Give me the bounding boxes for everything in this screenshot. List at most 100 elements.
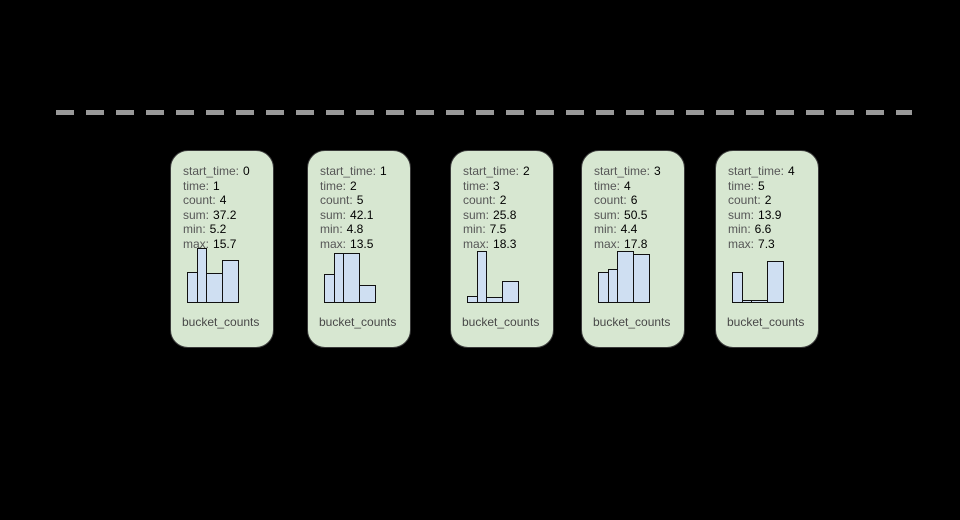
histogram-bar <box>206 273 223 303</box>
stat-label: count: <box>594 193 627 207</box>
bucket-counts-label: bucket_counts <box>593 315 671 329</box>
stats-block: start_time:3 time:4 count:6 sum:50.5 min… <box>594 164 661 251</box>
metric-datapoint-card-5: start_time:4 time:5 count:2 sum:13.9 min… <box>715 150 819 348</box>
stat-value: 1 <box>380 164 387 178</box>
stat-label: min: <box>183 222 206 236</box>
stat-value: 2 <box>764 193 772 207</box>
stat-label: max: <box>728 236 755 251</box>
stat-line: start_time:3 <box>594 164 661 179</box>
stat-label: min: <box>728 222 751 236</box>
bucket-histogram <box>598 248 650 303</box>
histogram-bar <box>359 285 376 303</box>
stat-value: 7.3 <box>758 236 775 251</box>
stat-line: min:5.2 <box>183 222 250 237</box>
stat-label: start_time: <box>463 164 520 178</box>
stat-value: 4 <box>624 178 631 193</box>
stat-line: sum:42.1 <box>320 208 387 223</box>
histogram-bar <box>343 253 360 303</box>
stat-label: max: <box>594 236 621 251</box>
stat-label: min: <box>594 222 617 236</box>
stat-value: 0 <box>243 164 250 178</box>
stat-value: 13.5 <box>350 236 374 251</box>
stat-line: sum:13.9 <box>728 208 795 223</box>
stat-label: time: <box>728 178 755 193</box>
stat-value: 2 <box>499 193 507 207</box>
histogram-bar <box>486 297 503 303</box>
stat-value: 1 <box>213 178 220 193</box>
stat-line: time:3 <box>463 179 530 194</box>
metric-datapoint-card-2: start_time:1 time:2 count:5 sum:42.1 min… <box>307 150 411 348</box>
stat-line: time:1 <box>183 179 250 194</box>
stat-line: min:4.8 <box>320 222 387 237</box>
stat-line: start_time:0 <box>183 164 250 179</box>
metric-datapoint-card-1: start_time:0 time:1 count:4 sum:37.2 min… <box>170 150 274 348</box>
stat-line: start_time:4 <box>728 164 795 179</box>
stat-label: start_time: <box>183 164 240 178</box>
bucket-histogram <box>467 248 519 303</box>
histogram-bar <box>767 261 784 303</box>
stat-label: count: <box>320 193 353 207</box>
stat-value: 37.2 <box>213 207 237 222</box>
histogram-bar <box>633 254 650 303</box>
stat-line: max:13.5 <box>320 237 387 252</box>
stats-block: start_time:0 time:1 count:4 sum:37.2 min… <box>183 164 250 251</box>
stat-line: sum:37.2 <box>183 208 250 223</box>
histogram-bar <box>732 272 743 303</box>
stat-value: 5.2 <box>209 222 227 236</box>
stat-label: min: <box>320 222 343 236</box>
stat-line: count:6 <box>594 193 661 208</box>
stat-label: count: <box>728 193 761 207</box>
stat-value: 18.3 <box>493 236 517 251</box>
bucket-histogram <box>324 248 376 303</box>
stat-line: count:4 <box>183 193 250 208</box>
stat-line: sum:50.5 <box>594 208 661 223</box>
stat-line: count:2 <box>463 193 530 208</box>
stats-block: start_time:2 time:3 count:2 sum:25.8 min… <box>463 164 530 251</box>
metric-datapoint-card-4: start_time:3 time:4 count:6 sum:50.5 min… <box>581 150 685 348</box>
stat-value: 13.9 <box>758 207 782 222</box>
stat-value: 4 <box>788 164 795 178</box>
bucket-counts-label: bucket_counts <box>727 315 805 329</box>
stat-value: 6.6 <box>754 222 772 236</box>
stat-line: sum:25.8 <box>463 208 530 223</box>
stat-value: 25.8 <box>493 207 517 222</box>
stat-value: 4.4 <box>620 222 638 236</box>
bucket-histogram <box>187 248 239 303</box>
stat-label: sum: <box>463 207 490 222</box>
stat-label: max: <box>463 236 490 251</box>
bucket-histogram <box>732 248 784 303</box>
stat-value: 3 <box>654 164 661 178</box>
stat-label: start_time: <box>320 164 377 178</box>
stats-block: start_time:4 time:5 count:2 sum:13.9 min… <box>728 164 795 251</box>
histogram-bar <box>617 251 634 303</box>
bucket-counts-label: bucket_counts <box>462 315 540 329</box>
stat-line: time:2 <box>320 179 387 194</box>
stat-label: time: <box>183 178 210 193</box>
stat-label: min: <box>463 222 486 236</box>
stat-line: max:15.7 <box>183 237 250 252</box>
stats-block: start_time:1 time:2 count:5 sum:42.1 min… <box>320 164 387 251</box>
stat-label: sum: <box>320 207 347 222</box>
stat-value: 2 <box>523 164 530 178</box>
stat-value: 7.5 <box>489 222 507 236</box>
stat-line: min:4.4 <box>594 222 661 237</box>
stat-label: time: <box>320 178 347 193</box>
timeline-dashed-line <box>56 110 912 115</box>
stat-value: 42.1 <box>350 207 374 222</box>
stat-line: start_time:1 <box>320 164 387 179</box>
histogram-bar <box>751 300 768 303</box>
stat-value: 5 <box>758 178 765 193</box>
stat-line: count:2 <box>728 193 795 208</box>
stat-line: min:7.5 <box>463 222 530 237</box>
bucket-counts-label: bucket_counts <box>182 315 260 329</box>
stat-value: 4 <box>219 193 227 207</box>
stat-label: sum: <box>594 207 621 222</box>
histogram-bar <box>222 260 239 303</box>
stat-label: sum: <box>728 207 755 222</box>
stat-value: 5 <box>356 193 364 207</box>
stat-value: 15.7 <box>213 236 237 251</box>
stat-label: time: <box>594 178 621 193</box>
stat-line: max:17.8 <box>594 237 661 252</box>
stat-line: time:5 <box>728 179 795 194</box>
stat-label: time: <box>463 178 490 193</box>
